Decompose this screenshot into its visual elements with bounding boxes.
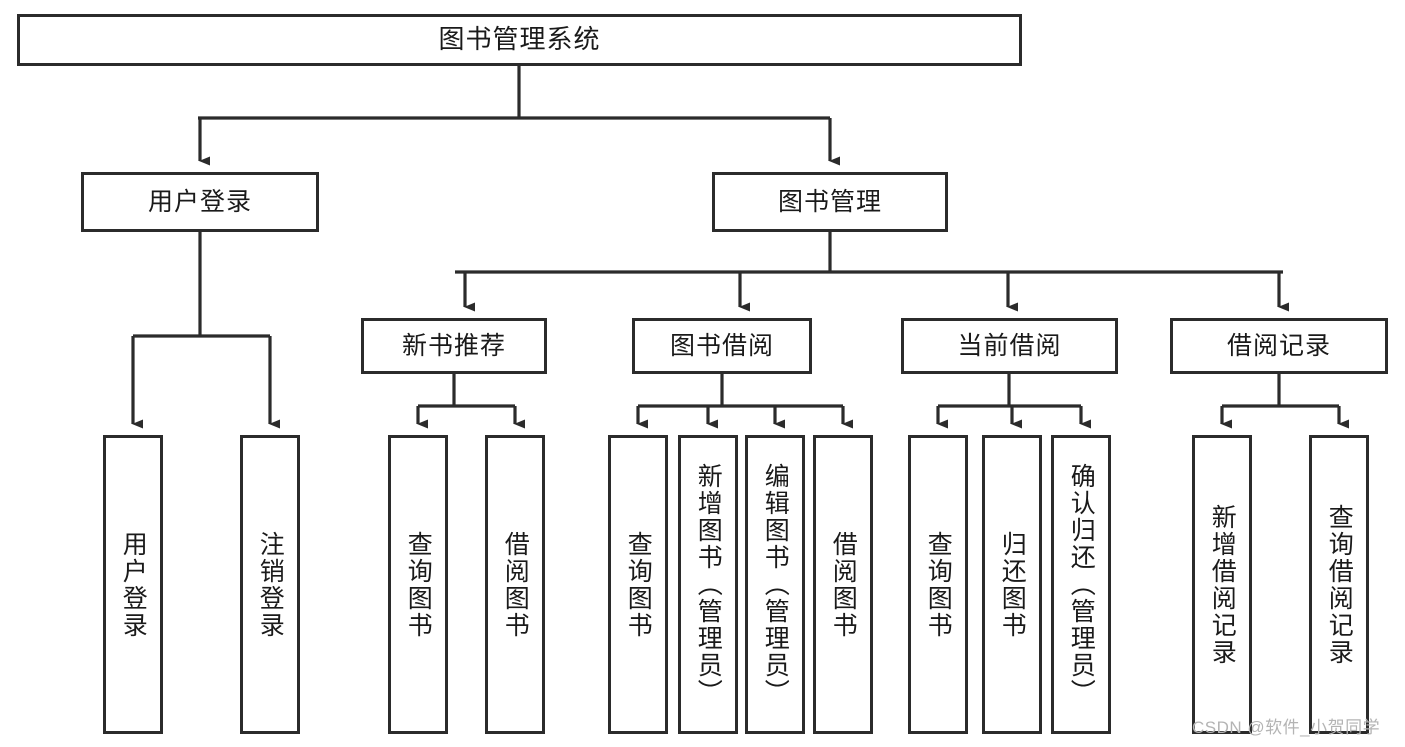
watermark: CSDN @软件_小贺同学 [1192, 718, 1381, 737]
node-leaf-user-logout-label: 注销登录 [256, 530, 285, 639]
node-leaf-borrow-book-2-label: 借阅图书 [829, 530, 858, 639]
node-new-book-rec-label: 新书推荐 [401, 331, 506, 360]
node-leaf-query-record-label: 查询借阅记录 [1325, 503, 1354, 666]
node-leaf-confirm-return[interactable]: 确认归还（管理员） [1051, 435, 1111, 734]
node-user-login[interactable]: 用户登录 [81, 172, 319, 232]
node-leaf-query-book-2-label: 查询图书 [624, 530, 653, 639]
node-leaf-query-record[interactable]: 查询借阅记录 [1309, 435, 1369, 734]
node-leaf-user-login[interactable]: 用户登录 [103, 435, 163, 734]
node-leaf-add-book-label: 新增图书（管理员） [694, 463, 723, 706]
node-leaf-query-book-1[interactable]: 查询图书 [388, 435, 448, 734]
node-leaf-user-login-label: 用户登录 [119, 530, 148, 639]
node-root-label: 图书管理系统 [438, 24, 601, 55]
node-leaf-edit-book[interactable]: 编辑图书（管理员） [745, 435, 805, 734]
node-borrow-record-label: 借阅记录 [1226, 331, 1331, 360]
node-leaf-query-book-3[interactable]: 查询图书 [908, 435, 968, 734]
node-leaf-add-book[interactable]: 新增图书（管理员） [678, 435, 738, 734]
node-leaf-return-book-label: 归还图书 [998, 530, 1027, 639]
node-current-borrow[interactable]: 当前借阅 [901, 318, 1118, 374]
node-leaf-confirm-return-label: 确认归还（管理员） [1067, 463, 1096, 706]
node-borrow-record[interactable]: 借阅记录 [1170, 318, 1388, 374]
node-leaf-borrow-book-1[interactable]: 借阅图书 [485, 435, 545, 734]
node-book-manage-label: 图书管理 [777, 187, 882, 216]
node-leaf-user-logout[interactable]: 注销登录 [240, 435, 300, 734]
node-leaf-edit-book-label: 编辑图书（管理员） [761, 463, 790, 706]
node-book-borrow-label: 图书借阅 [669, 331, 774, 360]
node-leaf-return-book[interactable]: 归还图书 [982, 435, 1042, 734]
node-leaf-query-book-3-label: 查询图书 [924, 530, 953, 639]
node-leaf-query-book-1-label: 查询图书 [404, 530, 433, 639]
node-new-book-rec[interactable]: 新书推荐 [361, 318, 547, 374]
node-leaf-borrow-book-2[interactable]: 借阅图书 [813, 435, 873, 734]
node-current-borrow-label: 当前借阅 [957, 331, 1062, 360]
node-leaf-query-book-2[interactable]: 查询图书 [608, 435, 668, 734]
node-leaf-borrow-book-1-label: 借阅图书 [501, 530, 530, 639]
node-leaf-add-record[interactable]: 新增借阅记录 [1192, 435, 1252, 734]
node-root[interactable]: 图书管理系统 [17, 14, 1022, 66]
node-leaf-add-record-label: 新增借阅记录 [1208, 503, 1237, 666]
node-book-manage[interactable]: 图书管理 [712, 172, 948, 232]
node-user-login-label: 用户登录 [147, 187, 252, 216]
node-book-borrow[interactable]: 图书借阅 [632, 318, 812, 374]
